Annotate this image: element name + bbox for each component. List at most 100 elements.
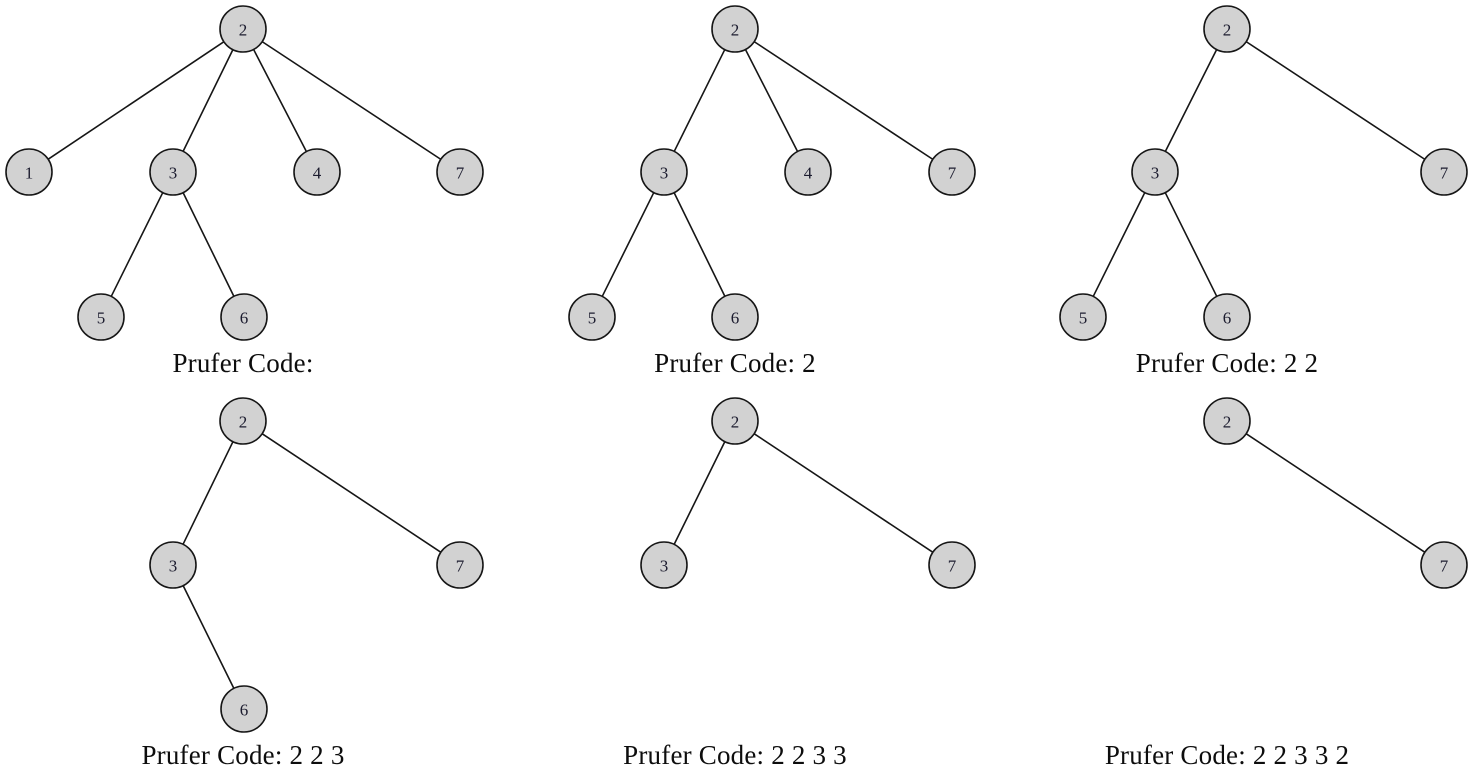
node-circle[interactable] bbox=[1420, 148, 1468, 196]
tree-edge bbox=[1163, 190, 1219, 299]
tree-node[interactable]: 6 bbox=[1203, 293, 1251, 341]
tree-node[interactable]: 7 bbox=[928, 148, 976, 196]
tree-edge bbox=[181, 439, 235, 547]
edge-group bbox=[181, 432, 443, 691]
node-circle[interactable] bbox=[77, 293, 125, 341]
node-circle[interactable] bbox=[436, 541, 484, 589]
node-circle[interactable] bbox=[149, 541, 197, 589]
panel-6: 27 bbox=[1203, 397, 1468, 589]
tree-edge bbox=[181, 190, 236, 299]
node-circle[interactable] bbox=[711, 5, 759, 53]
node-circle[interactable] bbox=[640, 148, 688, 196]
node-circle[interactable] bbox=[928, 148, 976, 196]
node-circle[interactable] bbox=[1203, 293, 1251, 341]
tree-node[interactable]: 2 bbox=[219, 397, 267, 445]
node-circle[interactable] bbox=[149, 148, 197, 196]
node-circle[interactable] bbox=[711, 293, 759, 341]
tree-node[interactable]: 7 bbox=[436, 541, 484, 589]
panel-5: 2 3 7 bbox=[640, 397, 976, 589]
edge-group bbox=[672, 432, 935, 554]
tree-edge bbox=[181, 583, 236, 691]
tree-node[interactable]: 3 bbox=[149, 148, 197, 196]
node-label: 2 bbox=[239, 413, 248, 432]
tree-edge bbox=[672, 47, 727, 154]
panel-4: 2 3 7 6 bbox=[149, 397, 484, 733]
node-circle[interactable] bbox=[784, 148, 832, 196]
node-circle[interactable] bbox=[1420, 541, 1468, 589]
prufer-code-caption: Prufer Code: 2 2 3 3 2 bbox=[1104, 740, 1350, 770]
node-label: 2 bbox=[731, 413, 740, 432]
tree-node[interactable]: 2 bbox=[711, 5, 759, 53]
tree-node[interactable]: 3 bbox=[640, 148, 688, 196]
node-label: 3 bbox=[660, 557, 669, 576]
node-circle[interactable] bbox=[1203, 5, 1251, 53]
node-label: 1 bbox=[25, 164, 34, 183]
tree-node[interactable]: 7 bbox=[1420, 541, 1468, 589]
tree-node[interactable]: 2 bbox=[1203, 397, 1251, 445]
node-circle[interactable] bbox=[5, 148, 53, 196]
node-circle[interactable] bbox=[220, 685, 268, 733]
tree-node[interactable]: 5 bbox=[1059, 293, 1107, 341]
node-label: 7 bbox=[1440, 164, 1449, 183]
node-circle[interactable] bbox=[640, 541, 688, 589]
tree-node[interactable]: 4 bbox=[784, 148, 832, 196]
prufer-code-caption: Prufer Code: bbox=[172, 348, 314, 378]
tree-node[interactable]: 1 bbox=[5, 148, 53, 196]
tree-edge bbox=[1164, 47, 1218, 154]
node-label: 5 bbox=[588, 309, 597, 328]
node-circle[interactable] bbox=[1131, 148, 1179, 196]
node-circle[interactable] bbox=[928, 541, 976, 589]
tree-edge bbox=[181, 47, 235, 154]
tree-edge bbox=[744, 47, 799, 154]
node-label: 3 bbox=[1151, 164, 1160, 183]
tree-node[interactable]: 7 bbox=[1420, 148, 1468, 196]
tree-node[interactable]: 7 bbox=[928, 541, 976, 589]
prufer-code-caption: Prufer Code: 2 2 3 bbox=[141, 740, 345, 770]
node-label: 4 bbox=[804, 164, 813, 183]
node-circle[interactable] bbox=[219, 397, 267, 445]
tree-edge bbox=[672, 439, 727, 547]
panel-3: 2 3 7 5 6 bbox=[1059, 5, 1468, 341]
node-label: 7 bbox=[948, 557, 957, 576]
tree-edge bbox=[1244, 40, 1427, 161]
tree-node[interactable]: 2 bbox=[219, 5, 267, 53]
tree-node[interactable]: 6 bbox=[220, 293, 268, 341]
node-label: 2 bbox=[1223, 21, 1232, 40]
edge-group bbox=[46, 40, 443, 299]
tree-node[interactable]: 2 bbox=[711, 397, 759, 445]
panel-1: 2 1 3 4 7 5 6 bbox=[5, 5, 484, 341]
node-circle[interactable] bbox=[220, 293, 268, 341]
tree-edge bbox=[600, 190, 656, 299]
tree-node[interactable]: 5 bbox=[568, 293, 616, 341]
node-label: 3 bbox=[169, 164, 178, 183]
tree-node[interactable]: 3 bbox=[149, 541, 197, 589]
node-label: 7 bbox=[1440, 557, 1449, 576]
tree-edge bbox=[260, 40, 443, 161]
node-label: 3 bbox=[169, 557, 178, 576]
node-circle[interactable] bbox=[568, 293, 616, 341]
node-circle[interactable] bbox=[1203, 397, 1251, 445]
tree-node[interactable]: 6 bbox=[220, 685, 268, 733]
tree-node[interactable]: 5 bbox=[77, 293, 125, 341]
node-circle[interactable] bbox=[293, 148, 341, 196]
node-label: 2 bbox=[239, 21, 248, 40]
node-circle[interactable] bbox=[711, 397, 759, 445]
tree-node[interactable]: 3 bbox=[1131, 148, 1179, 196]
tree-node[interactable]: 2 bbox=[1203, 5, 1251, 53]
tree-edge bbox=[752, 40, 935, 161]
tree-edge bbox=[672, 190, 727, 299]
tree-edge bbox=[46, 40, 226, 161]
node-circle[interactable] bbox=[219, 5, 267, 53]
tree-node[interactable]: 4 bbox=[293, 148, 341, 196]
node-label: 2 bbox=[1223, 413, 1232, 432]
tree-node[interactable]: 3 bbox=[640, 541, 688, 589]
tree-node[interactable]: 7 bbox=[436, 148, 484, 196]
tree-node[interactable]: 6 bbox=[711, 293, 759, 341]
node-label: 5 bbox=[97, 309, 106, 328]
node-circle[interactable] bbox=[1059, 293, 1107, 341]
node-circle[interactable] bbox=[436, 148, 484, 196]
node-label: 7 bbox=[456, 164, 465, 183]
node-label: 4 bbox=[313, 164, 322, 183]
